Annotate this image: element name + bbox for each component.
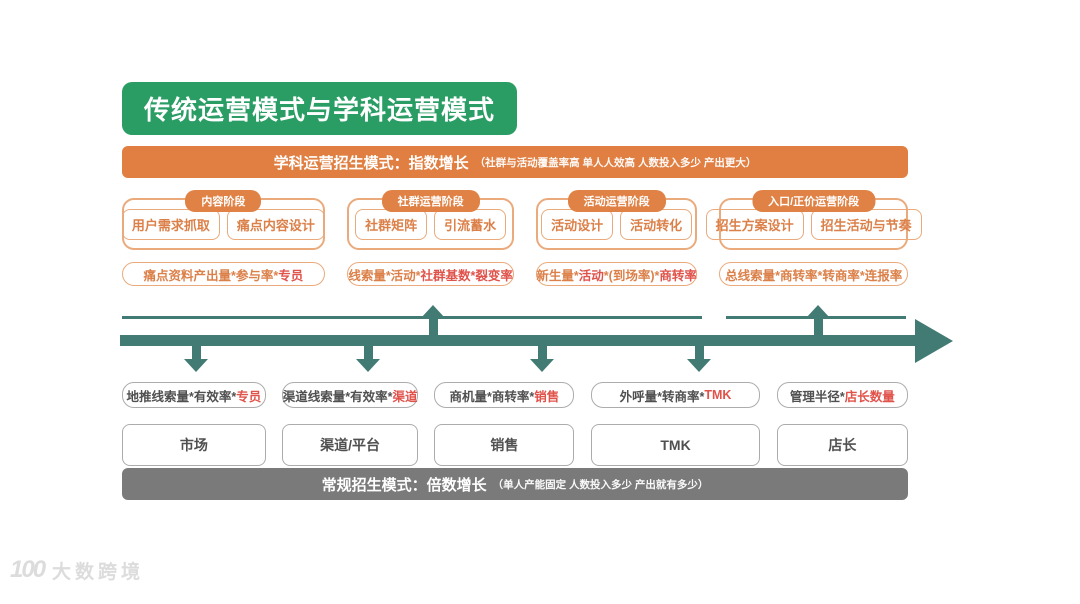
metric-segment: 管理半径* (789, 389, 845, 404)
stage-metric: 总线索量*商转率*转商率*连报率 (719, 262, 908, 286)
stage-label: 活动运营阶段 (567, 190, 666, 212)
metric-segment: 新生量* (536, 268, 579, 283)
timeline (0, 295, 1080, 380)
subject-model-banner-main: 学科运营招生模式：指数增长 (273, 154, 469, 172)
stage-item: 招生活动与节奏 (810, 208, 922, 240)
metric-segment: 销售 (534, 389, 560, 404)
stage-box: 用户需求抓取 痛点内容设计 (121, 198, 325, 250)
dept-metric: 地推线索量*有效率*专员 (122, 382, 266, 408)
dept-metric: 商机量*商转率*销售 (434, 382, 575, 408)
down-arrow-icon (356, 346, 380, 372)
stage-column-activity: 活动运营阶段 活动设计 活动转化 新生量*活动*(到场率)*商转率 (536, 190, 697, 286)
down-arrow-icon (530, 346, 554, 372)
stage-item: 社群矩阵 (355, 208, 428, 240)
stage-item: 招生方案设计 (705, 208, 804, 240)
dept-metric: 外呼量*转商率*TMK (590, 382, 761, 408)
metric-segment: 商机量*商转率* (449, 389, 535, 404)
metric-segment: 商转率 (659, 268, 697, 283)
stage-label: 社群运营阶段 (381, 190, 480, 212)
up-arrow-icon (421, 305, 445, 336)
stage-item: 引流蓄水 (434, 208, 507, 240)
stage-label: 内容阶段 (185, 190, 262, 212)
metric-segment: TMK (704, 388, 732, 402)
stage-item: 活动设计 (541, 208, 614, 240)
traditional-model-banner-sub: （单人产能固定 人数投入多少 产出就有多少） (492, 478, 709, 491)
logo-text: 大数跨境 (52, 561, 145, 583)
stage-metric: 新生量*活动*(到场率)*商转率 (536, 262, 697, 286)
metric-segment: *(到场率)* (603, 268, 660, 283)
traditional-model-banner: 常规招生模式：倍数增长 （单人产能固定 人数投入多少 产出就有多少） (122, 468, 908, 500)
dept-box: TMK (590, 424, 761, 466)
bottom-column-manager: 管理半径*店长数量 店长 (776, 382, 908, 466)
metric-segment: 线索量*活动* (348, 268, 421, 283)
metric-segment: 专员 (278, 268, 304, 283)
stage-column-community: 社群运营阶段 社群矩阵 引流蓄水 线索量*活动*社群基数*裂变率 (347, 190, 514, 286)
stage-item: 活动转化 (620, 208, 693, 240)
subject-model-banner-sub: （社群与活动覆盖率高 单人人效高 人数投入多少 产出更大） (474, 156, 757, 169)
timeline-arrowhead-icon (915, 319, 953, 363)
dept-metric: 管理半径*店长数量 (776, 382, 908, 408)
stage-box: 社群矩阵 引流蓄水 (347, 198, 514, 250)
down-arrow-icon (687, 346, 711, 372)
metric-segment: 活动 (578, 268, 604, 283)
up-arrow-icon (806, 305, 830, 336)
metric-segment: 社群基数*裂变率 (420, 268, 513, 283)
stage-column-entry: 入口/正价运营阶段 招生方案设计 招生活动与节奏 总线索量*商转率*转商率*连报… (705, 190, 922, 286)
metric-segment: 总线索量*商转率*转商率*连报率 (725, 268, 903, 283)
dept-box: 渠道/平台 (282, 424, 419, 466)
stage-label: 入口/正价运营阶段 (752, 190, 876, 212)
dept-box: 店长 (776, 424, 908, 466)
subject-model-banner: 学科运营招生模式：指数增长 （社群与活动覆盖率高 单人人效高 人数投入多少 产出… (122, 146, 908, 178)
watermark-logo: 100 大数跨境 (10, 556, 144, 584)
traditional-row: 地推线索量*有效率*专员 市场 渠道线索量*有效率*渠道 渠道/平台 商机量*商… (122, 382, 908, 466)
down-arrow-icon (184, 346, 208, 372)
bottom-column-channel: 渠道线索量*有效率*渠道 渠道/平台 (282, 382, 419, 466)
stage-column-content: 内容阶段 用户需求抓取 痛点内容设计 痛点资料产出量*参与率*专员 (121, 190, 325, 286)
timeline-main-bar (120, 335, 915, 346)
dept-metric: 渠道线索量*有效率*渠道 (282, 382, 419, 408)
bottom-column-sales: 商机量*商转率*销售 销售 (434, 382, 575, 466)
metric-segment: 渠道 (392, 389, 418, 404)
stages-row: 内容阶段 用户需求抓取 痛点内容设计 痛点资料产出量*参与率*专员 社群运营阶段… (121, 190, 922, 286)
timeline-thin-line-left (122, 316, 702, 319)
bottom-column-market: 地推线索量*有效率*专员 市场 (122, 382, 266, 466)
stage-metric: 痛点资料产出量*参与率*专员 (122, 262, 325, 286)
metric-segment: 痛点资料产出量*参与率* (143, 268, 279, 283)
dept-box: 销售 (434, 424, 575, 466)
metric-segment: 店长数量 (844, 389, 895, 404)
bottom-column-tmk: 外呼量*转商率*TMK TMK (590, 382, 761, 466)
metric-segment: 地推线索量*有效率* (126, 389, 237, 404)
stage-metric: 线索量*活动*社群基数*裂变率 (347, 262, 514, 286)
page-title: 传统运营模式与学科运营模式 (122, 82, 518, 135)
dept-box: 市场 (122, 424, 266, 466)
stage-item: 用户需求抓取 (121, 208, 220, 240)
metric-segment: 专员 (236, 389, 262, 404)
traditional-model-banner-main: 常规招生模式：倍数增长 (321, 476, 487, 494)
metric-segment: 外呼量*转商率* (619, 389, 705, 404)
logo-100-icon: 100 (10, 556, 46, 583)
stage-item: 痛点内容设计 (226, 208, 325, 240)
metric-segment: 渠道线索量*有效率* (282, 389, 393, 404)
